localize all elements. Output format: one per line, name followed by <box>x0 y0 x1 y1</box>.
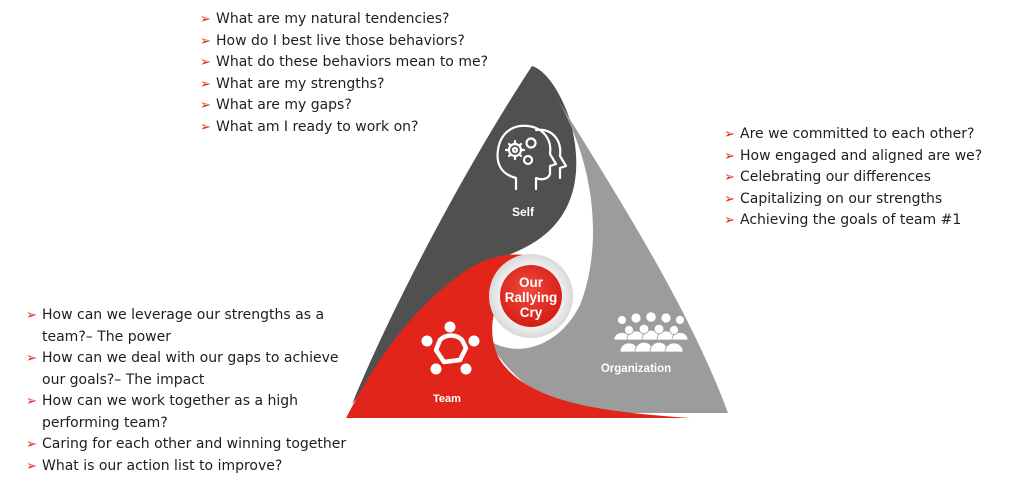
organization-question-text: Capitalizing on our strengths <box>740 190 943 207</box>
organization-question-item: ➢ Capitalizing on our strengths <box>724 189 1014 211</box>
organization-question-text: Are we committed to each other? <box>740 126 975 142</box>
arrow-bullet-icon: ➢ <box>26 351 37 366</box>
team-circle-icon <box>421 321 480 375</box>
arrow-bullet-icon: ➢ <box>26 437 37 452</box>
arrow-bullet-icon: ➢ <box>724 213 735 228</box>
self-question-item: ➢ What do these behaviors mean to me? <box>200 52 520 74</box>
self-question-text: How do I best live those behaviors? <box>216 32 465 49</box>
team-question-text: How can we work together as a high perfo… <box>42 393 299 431</box>
hub-label-line2: Rallying <box>505 290 558 305</box>
hub-circle <box>500 265 562 327</box>
self-question-text: What are my gaps? <box>216 97 352 113</box>
arrow-bullet-icon: ➢ <box>724 191 735 207</box>
team-question-item: ➢ What is our action list to improve? <box>26 456 356 478</box>
team-segment <box>346 254 690 418</box>
arrow-bullet-icon: ➢ <box>200 76 211 92</box>
self-question-text: What do these behaviors mean to me? <box>216 54 489 70</box>
arrow-bullet-icon: ➢ <box>200 98 211 113</box>
team-question-item: ➢ How can we leverage our strengths as a … <box>26 305 356 348</box>
organization-label: Organization <box>601 363 671 375</box>
self-question-item: ➢ What are my strengths? <box>200 74 520 96</box>
self-label: Self <box>512 205 535 219</box>
arrow-bullet-icon: ➢ <box>26 394 37 409</box>
team-question-item: ➢ How can we work together as a high perf… <box>26 391 356 434</box>
organization-question-item: ➢ Achieving the goals of team #1 <box>724 210 1014 232</box>
arrow-bullet-icon: ➢ <box>724 148 735 164</box>
head-gears-icon <box>496 124 568 191</box>
hub-label-line1: Our <box>519 275 544 290</box>
self-question-item: ➢ What are my natural tendencies? <box>200 9 520 31</box>
arrow-bullet-icon: ➢ <box>200 119 211 135</box>
team-question-text: Caring for each other and winning togeth… <box>42 436 347 452</box>
team-question-text: How can we deal with our gaps to achieve… <box>42 350 339 388</box>
team-question-text: How can we leverage our strengths as a t… <box>42 307 325 345</box>
arrow-bullet-icon: ➢ <box>724 127 735 142</box>
organization-question-text: How engaged and aligned are we? <box>740 147 983 164</box>
team-questions-list: ➢ How can we leverage our strengths as a … <box>26 305 356 477</box>
group-of-people-icon <box>613 311 689 353</box>
organization-question-text: Celebrating our differences <box>740 169 931 185</box>
organization-question-item: ➢ Celebrating our differences <box>724 167 1014 189</box>
self-question-text: What am I ready to work on? <box>216 118 419 135</box>
arrow-bullet-icon: ➢ <box>724 170 735 185</box>
team-label: Team <box>433 393 461 405</box>
arrow-bullet-icon: ➢ <box>26 458 37 474</box>
organization-questions-list: ➢ Are we committed to each other? ➢ How eng… <box>724 124 1014 232</box>
arrow-bullet-icon: ➢ <box>200 55 211 70</box>
arrow-bullet-icon: ➢ <box>26 308 37 323</box>
self-question-item: ➢ What am I ready to work on? <box>200 117 520 139</box>
self-questions-list: ➢ What are my natural tendencies? ➢ How do … <box>200 9 520 138</box>
arrow-bullet-icon: ➢ <box>200 33 211 49</box>
self-question-text: What are my strengths? <box>216 75 385 92</box>
arrow-bullet-icon: ➢ <box>200 12 211 27</box>
team-question-item: ➢ How can we deal with our gaps to achiev… <box>26 348 356 391</box>
self-question-item: ➢ What are my gaps? <box>200 95 520 117</box>
self-question-text: What are my natural tendencies? <box>216 11 450 27</box>
team-question-item: ➢ Caring for each other and winning toget… <box>26 434 356 456</box>
organization-question-text: Achieving the goals of team #1 <box>740 212 962 228</box>
self-question-item: ➢ How do I best live those behaviors? <box>200 31 520 53</box>
hub-label-line3: Cry <box>520 305 543 320</box>
team-question-text: What is our action list to improve? <box>42 457 283 474</box>
organization-question-item: ➢ Are we committed to each other? <box>724 124 1014 146</box>
organization-question-item: ➢ How engaged and aligned are we? <box>724 146 1014 168</box>
